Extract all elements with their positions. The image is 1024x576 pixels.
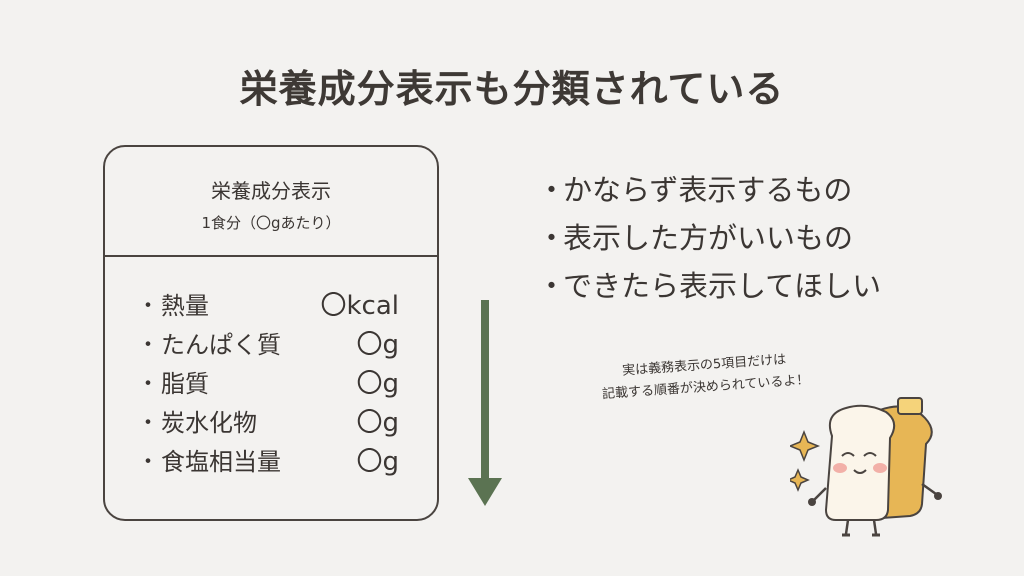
nutrition-label-title: 栄養成分表示: [211, 179, 331, 203]
category-item-optional: ・できたら表示してほしい: [537, 264, 881, 312]
nutrient-name: たんぱく質: [161, 331, 281, 359]
category-item-required: ・かならず表示するもの: [537, 168, 881, 216]
category-item-recommended: ・表示した方がいいもの: [537, 216, 881, 264]
nutrient-row: ・ たんぱく質 〇g: [105, 326, 437, 365]
nutrient-name: 食塩相当量: [161, 448, 281, 476]
nutrient-row: ・ 食塩相当量 〇g: [105, 443, 437, 482]
nutrient-value: 〇g: [356, 369, 399, 399]
category-list: ・かならず表示するもの ・表示した方がいいもの ・できたら表示してほしい: [537, 168, 881, 312]
nutrient-row: ・ 脂質 〇g: [105, 365, 437, 404]
bullet: ・: [537, 173, 567, 207]
bread-mascot-icon: [790, 397, 942, 537]
category-label: できたら表示してほしい: [563, 269, 882, 303]
bullet: ・: [137, 372, 160, 397]
nutrient-list: ・ 熱量 〇kcal ・ たんぱく質 〇g ・ 脂質 〇g ・ 炭水化物 〇g …: [105, 257, 437, 482]
category-label: 表示した方がいいもの: [563, 221, 854, 255]
nutrient-row: ・ 炭水化物 〇g: [105, 404, 437, 443]
serving-size-text: 1食分（〇gあたり）: [201, 214, 341, 232]
nutrient-value: 〇g: [356, 408, 399, 438]
nutrient-value: 〇g: [356, 447, 399, 477]
nutrient-name: 熱量: [161, 292, 209, 320]
bullet: ・: [137, 333, 160, 358]
arrow-down-icon: [468, 300, 502, 506]
nutrition-label-card: 栄養成分表示 1食分（〇gあたり） ・ 熱量 〇kcal ・ たんぱく質 〇g …: [103, 145, 439, 521]
category-label: かならず表示するもの: [563, 173, 853, 207]
nutrient-value: 〇g: [356, 330, 399, 360]
nutrient-name: 脂質: [161, 370, 209, 398]
nutrient-row: ・ 熱量 〇kcal: [105, 287, 437, 326]
bullet: ・: [137, 411, 160, 436]
bullet: ・: [137, 294, 160, 319]
bullet: ・: [137, 450, 160, 475]
bullet: ・: [537, 221, 567, 255]
nutrient-value: 〇kcal: [320, 291, 399, 321]
nutrition-label-header: 栄養成分表示 1食分（〇gあたり）: [105, 147, 437, 257]
bullet: ・: [537, 269, 567, 303]
page-title: 栄養成分表示も分類されている: [239, 67, 785, 111]
nutrient-name: 炭水化物: [161, 409, 257, 437]
